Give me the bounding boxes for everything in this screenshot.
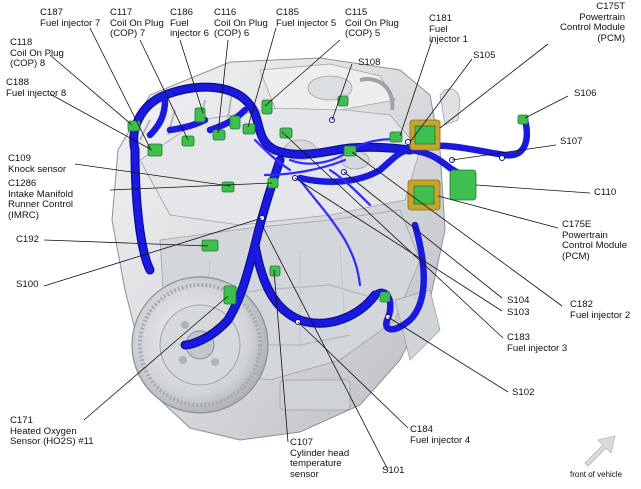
label-c186: C186 Fuel injector 6	[170, 7, 209, 40]
label-c182: C182 Fuel injector 2	[570, 299, 631, 321]
label-c188: C188 Fuel injector 8	[6, 77, 67, 99]
splice-markers	[259, 117, 505, 325]
label-c109: C109 Knock sensor	[8, 153, 67, 175]
label-s102: S102	[512, 387, 535, 398]
label-s107: S107	[560, 136, 583, 147]
label-s101: S101	[382, 465, 405, 476]
label-s104: S104	[507, 295, 530, 306]
front-of-vehicle-arrow-icon	[584, 435, 616, 467]
label-c187: C187 Fuel injector 7	[40, 7, 101, 29]
label-s100: S100	[16, 279, 39, 290]
label-c118: C118 Coil On Plug (COP) 8	[10, 37, 64, 70]
leader-lines	[43, 27, 591, 471]
label-c175e: C175E Powertrain Control Module (PCM)	[562, 219, 628, 262]
label-c117: C117 Coil On Plug (COP) 7	[110, 7, 164, 40]
connectors	[127, 95, 529, 305]
label-c185: C185 Fuel injector 5	[276, 7, 337, 29]
label-c171: C171 Heated Oxygen Sensor (HO2S) #11	[10, 415, 94, 448]
label-c1286: C1286 Intake Manifold Runner Control (IM…	[8, 178, 74, 221]
label-c116: C116 Coil On Plug (COP) 6	[214, 7, 268, 40]
front-of-vehicle-label: front of vehicle	[570, 470, 623, 479]
label-s108: S108	[358, 57, 381, 68]
label-s103: S103	[507, 307, 530, 318]
label-c181: C181 Fuel injector 1	[429, 13, 468, 46]
label-c107: C107 Cylinder head temperature sensor	[290, 437, 350, 480]
label-c110: C110	[594, 187, 617, 198]
label-c115: C115 Coil On Plug (COP) 5	[345, 7, 399, 40]
label-c183: C183 Fuel injector 3	[507, 332, 568, 354]
label-s105: S105	[473, 50, 496, 61]
label-s106: S106	[574, 88, 597, 99]
label-c192: C192	[16, 234, 39, 245]
label-c184: C184 Fuel injector 4	[410, 424, 471, 446]
label-c175t: C175T Powertrain Control Module (PCM)	[560, 1, 626, 44]
